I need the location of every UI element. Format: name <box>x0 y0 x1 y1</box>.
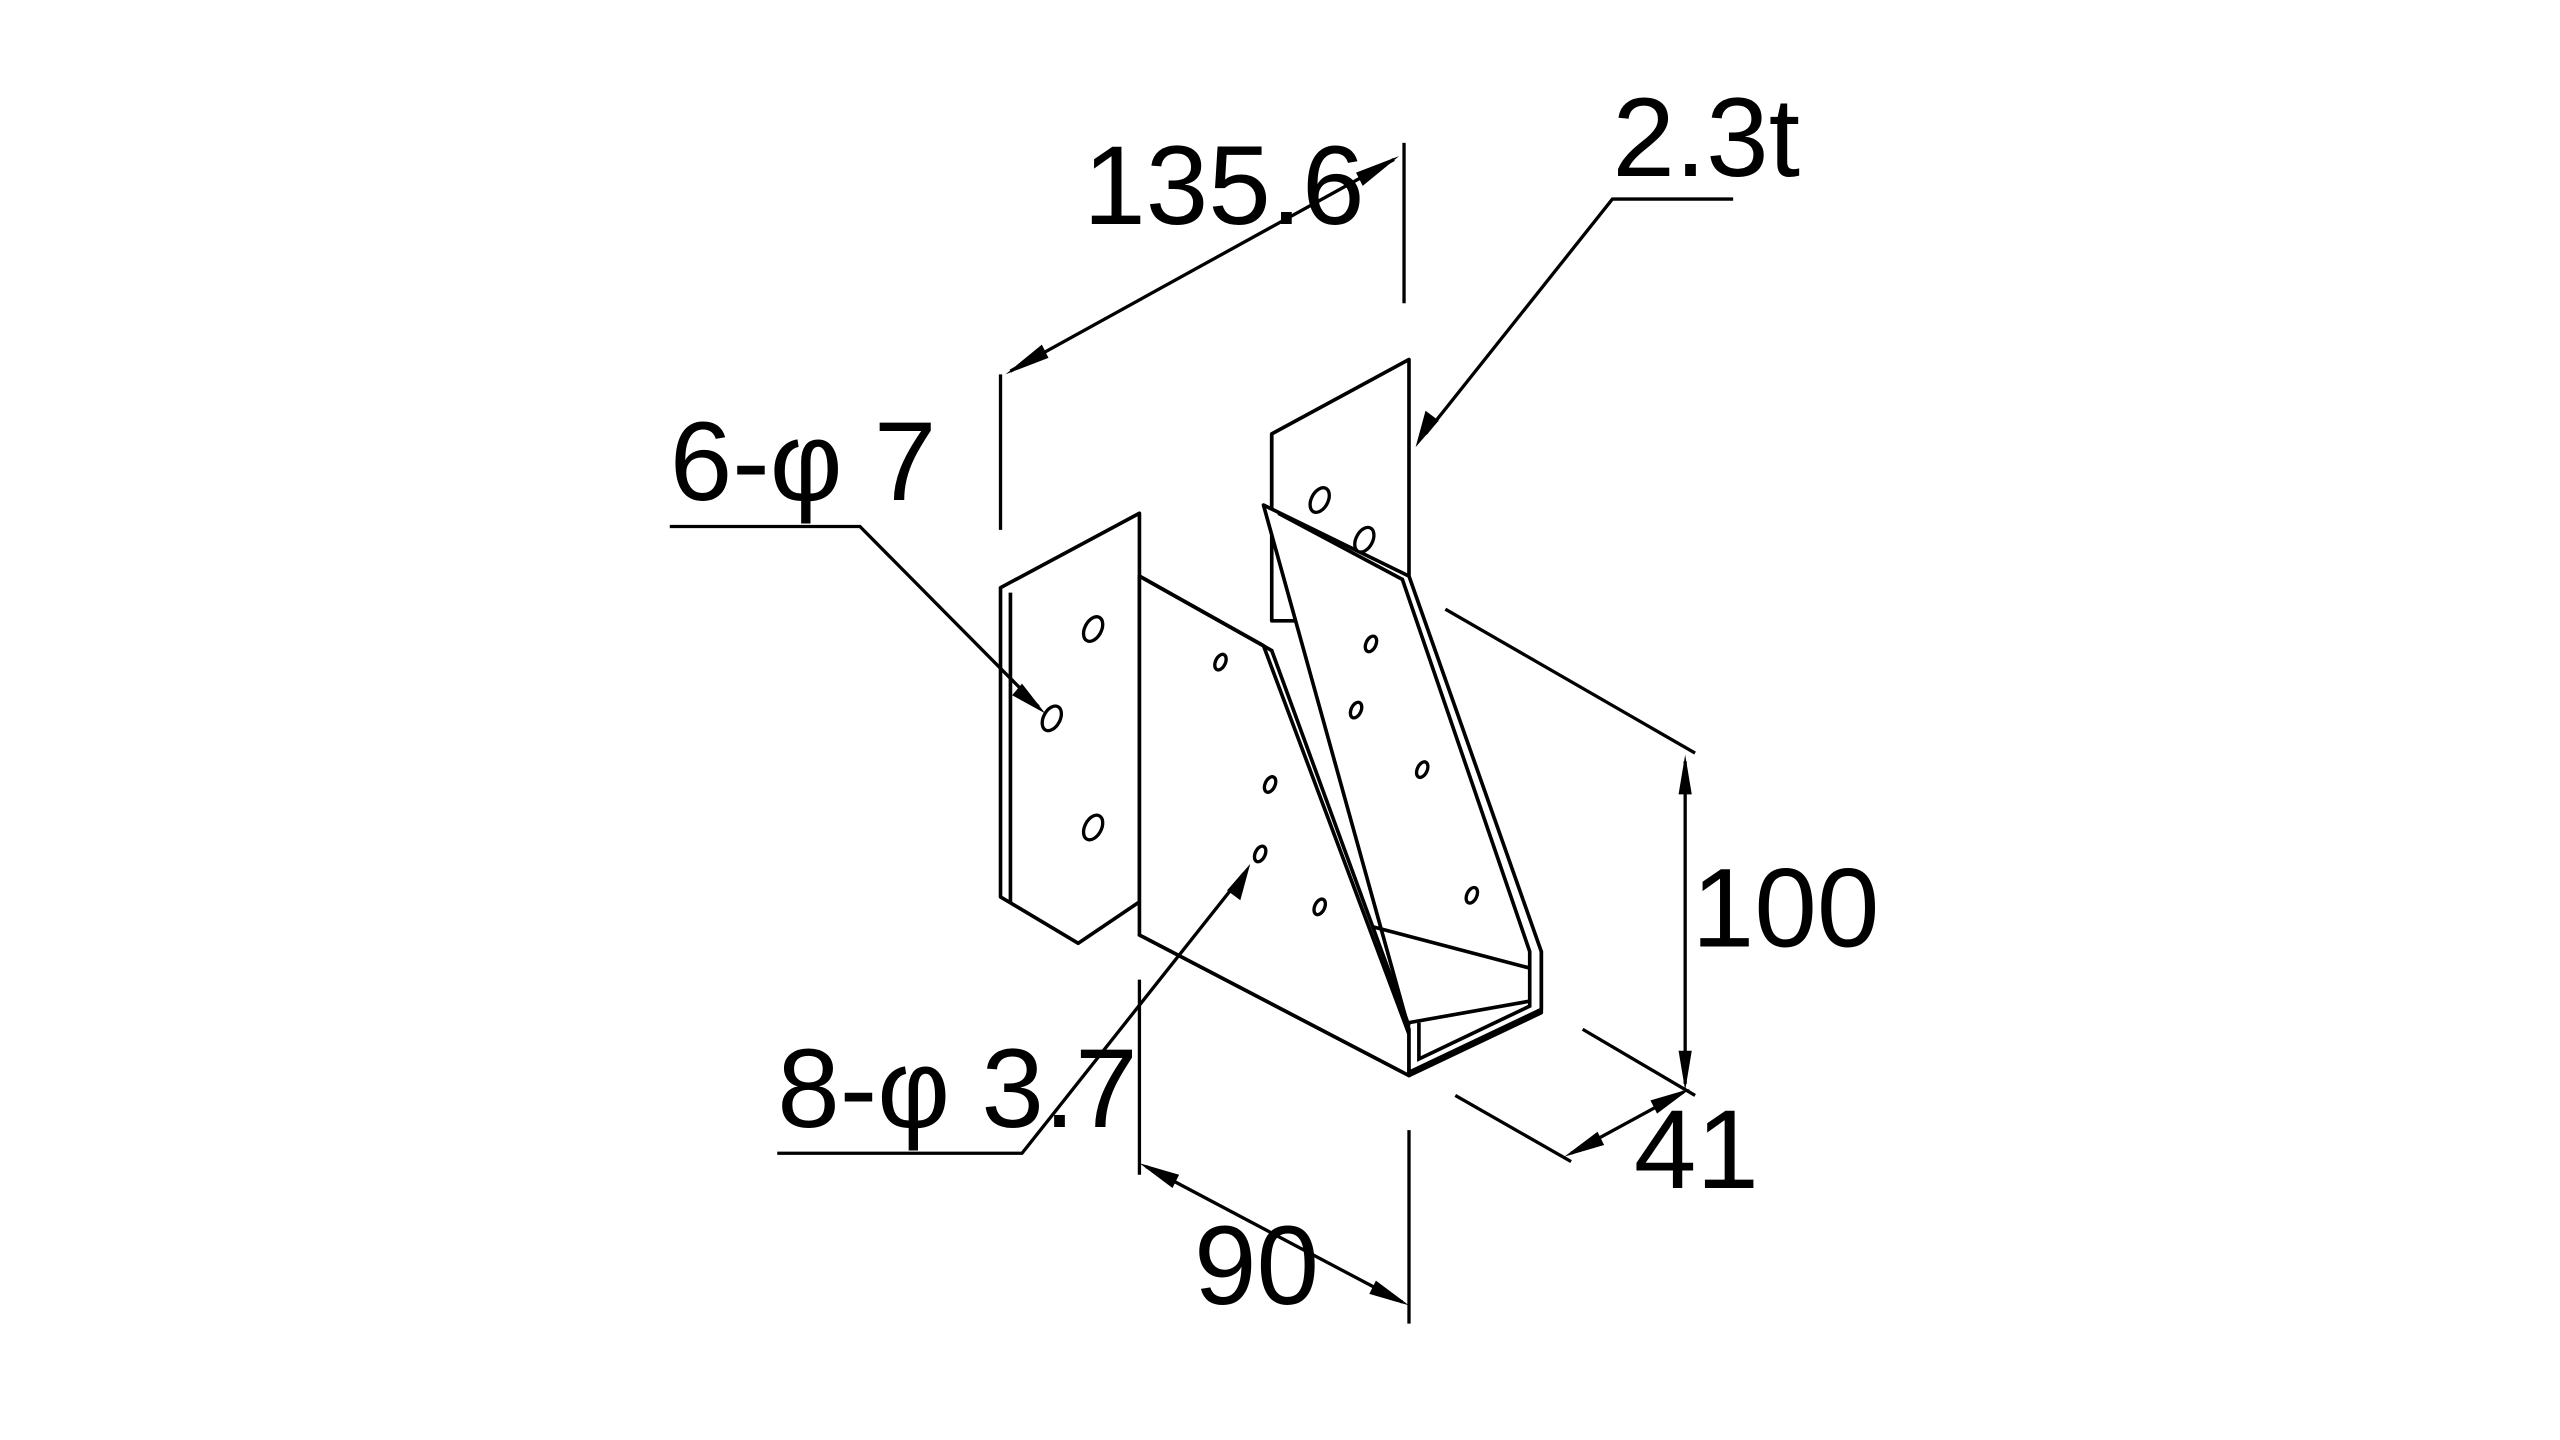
left-flange <box>998 511 1142 946</box>
arrowhead <box>1139 1163 1180 1189</box>
small-hole <box>1262 775 1278 794</box>
large-hole <box>1308 486 1331 515</box>
large-holes <box>1040 486 1376 842</box>
dimension-thickness: 2.3t <box>1415 74 1800 448</box>
dimension-overall-width: 135.6 <box>998 122 1406 530</box>
arrowhead <box>1005 344 1049 375</box>
left-wall-top-edge <box>1138 574 1411 1027</box>
extension-line <box>1581 1027 1696 1097</box>
dimension-label-inner-width: 90 <box>1194 1202 1319 1328</box>
right-side-wall <box>1261 503 1544 1075</box>
small-hole <box>1312 897 1328 917</box>
small-hole <box>1213 652 1228 672</box>
arrowhead <box>1650 1088 1691 1114</box>
extension-line <box>1454 1093 1572 1163</box>
arrowhead <box>1369 1280 1409 1306</box>
dimension-line <box>1145 1165 1404 1304</box>
large-hole <box>1081 615 1105 644</box>
dimension-label-height: 100 <box>1692 845 1880 971</box>
dimension-label-small-holes: 8-φ 3.7 <box>777 1025 1137 1151</box>
arrowhead <box>1227 863 1251 901</box>
dimension-label-overall-width: 135.6 <box>1083 122 1364 248</box>
large-hole <box>1040 704 1064 733</box>
dimension-label-depth: 41 <box>1634 1086 1759 1212</box>
arrowhead <box>1415 410 1439 448</box>
large-hole <box>1353 525 1376 554</box>
small-hole <box>1464 885 1480 905</box>
large-hole <box>1081 813 1105 842</box>
dimension-depth: 41 <box>1454 1086 1759 1212</box>
leader-line <box>669 524 1040 708</box>
dimension-small-holes: 8-φ 3.7 <box>777 863 1251 1155</box>
dimension-large-holes: 6-φ 7 <box>669 398 1046 714</box>
small-holes <box>1213 634 1480 917</box>
seat-back-edge <box>1372 924 1531 970</box>
arrowhead <box>1012 683 1046 714</box>
dimension-height: 100 <box>1444 607 1880 1097</box>
dimension-inner-width: 90 <box>1137 979 1411 1328</box>
extension-line <box>1444 607 1696 755</box>
arrowhead <box>1678 1050 1692 1091</box>
small-hole <box>1252 844 1268 864</box>
arrowhead <box>1356 156 1400 186</box>
dimension-label-large-holes: 6-φ 7 <box>670 398 937 524</box>
arrowhead <box>1564 1131 1605 1157</box>
dimension-label-thickness: 2.3t <box>1612 74 1800 200</box>
leader-line <box>777 872 1245 1155</box>
dimension-line <box>1009 157 1395 373</box>
leader-line <box>1424 197 1734 435</box>
small-hole <box>1414 760 1430 780</box>
joist-hanger-bracket <box>998 357 1544 1078</box>
seat-inner-edge <box>1408 999 1531 1025</box>
small-hole <box>1363 634 1379 654</box>
small-hole <box>1348 700 1364 720</box>
inner-bend-line <box>1277 511 1532 1062</box>
arrowhead <box>1678 754 1692 795</box>
